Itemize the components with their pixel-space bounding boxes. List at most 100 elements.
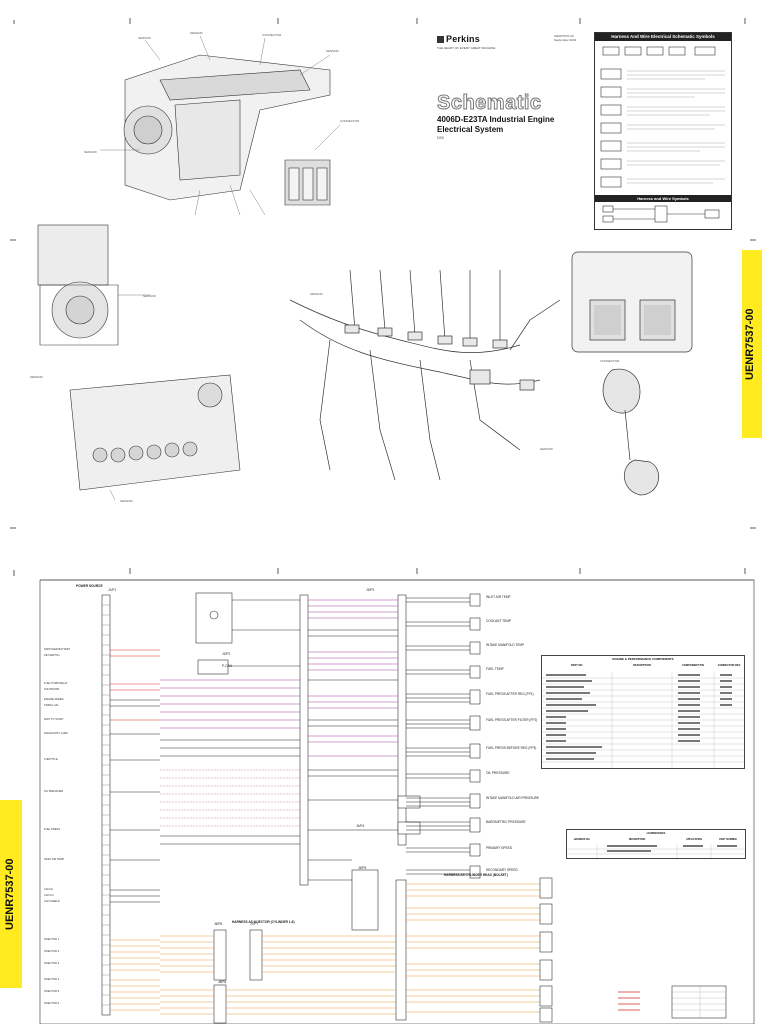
ecm-connector-j1 xyxy=(101,594,111,1016)
mid-wires xyxy=(308,599,398,881)
harness-table: HARNESSES HARNESS NO. DESCRIPTION APPLIC… xyxy=(566,829,746,859)
wiring-harness-view xyxy=(289,269,561,481)
components-table: ENGINE & PERFORMANCE COMPONENTS PART NO.… xyxy=(541,655,745,769)
svg-text:INJECTOR 5: INJECTOR 5 xyxy=(44,989,60,993)
injector-solenoids xyxy=(539,877,553,1023)
injector-harness xyxy=(160,879,540,1024)
svg-text:INJECTOR 6: INJECTOR 6 xyxy=(44,1001,60,1005)
svg-text:INLET AIR TEMP: INLET AIR TEMP xyxy=(44,857,64,861)
svg-text:SENSOR: SENSOR xyxy=(310,292,324,296)
ecm-drawing xyxy=(571,251,693,496)
svg-text:SWITCHED BATTERY: SWITCHED BATTERY xyxy=(44,647,71,651)
brand-logo: Perkins xyxy=(437,34,480,44)
svg-text:SENSOR: SENSOR xyxy=(84,150,98,154)
electrical-schematic: SWITCHED BATTERY KEYSWITCH FUEL PUMP RELAY… xyxy=(13,568,755,1024)
connector-j3: J3/P3 xyxy=(366,588,375,592)
svg-text:INJECTOR 3: INJECTOR 3 xyxy=(44,961,60,965)
schematic-title: Schematic xyxy=(437,92,542,115)
svg-text:SENSOR: SENSOR xyxy=(190,31,204,35)
sensor-coolant-temp: COOLANT TEMP xyxy=(486,619,512,623)
svg-text:SENSOR: SENSOR xyxy=(30,375,44,379)
harness-col-app: APPLICATION xyxy=(685,838,703,841)
symbol-legend: Harness And Wire Electrical Schematic Sy… xyxy=(594,32,732,230)
svg-text:SHUTDOWN: SHUTDOWN xyxy=(44,687,59,691)
connector-j2: J2/P2 xyxy=(222,652,231,656)
sensor-fuel-press-after-filter: FUEL PRESS AFTER FILTER (FP2) xyxy=(486,718,538,722)
legend-symbols xyxy=(600,46,725,188)
legend-subtitle: Harness and Wire Symbols xyxy=(595,195,731,202)
connector-j6: J6/P6 xyxy=(214,922,223,926)
sensor-intake-manifold-air-pressure: INTAKE MANIFOLD AIR PRESSURE xyxy=(486,796,540,800)
svg-text:SENSOR: SENSOR xyxy=(143,294,157,298)
connector-j5: J5/P5 xyxy=(358,866,367,870)
harness-col-pn: PART NUMBER xyxy=(719,838,737,841)
components-table-header: PART NO. DESCRIPTION COMPONENT P/N CONNE… xyxy=(542,664,744,672)
brand-tagline: THE HEART OF EVERY GREAT MACHINE xyxy=(437,46,496,50)
svg-text:SENSOR: SENSOR xyxy=(540,447,554,451)
svg-text:CONNECTOR: CONNECTOR xyxy=(600,359,620,363)
svg-text:CAN SHIELD: CAN SHIELD xyxy=(44,899,60,903)
svg-text:DIAGNOSTIC LAMP: DIAGNOSTIC LAMP xyxy=(44,731,68,735)
mid-connectors xyxy=(299,594,421,931)
injector-harness-label: HARNESS AS INJECTOR (CYLINDER 1-6) xyxy=(232,920,295,924)
engine-front-view xyxy=(37,224,150,346)
bottom-parts-table xyxy=(618,985,727,1019)
connector-j8: J8/P8 xyxy=(218,980,227,984)
doc-number-tab-bottom xyxy=(0,800,22,988)
doc-number-top: UENR7537-00 xyxy=(744,308,756,380)
svg-text:CONNECTOR: CONNECTOR xyxy=(262,33,282,37)
brand-name: Perkins xyxy=(446,34,480,44)
svg-text:FUEL PUMP RELAY: FUEL PUMP RELAY xyxy=(44,681,68,685)
harness-col-desc: DESCRIPTION xyxy=(628,838,646,841)
doc-reference: UENR7537-00 September 2019 xyxy=(554,34,576,42)
sensor-inlet-air-temp: INLET AIR TEMP xyxy=(486,595,511,599)
svg-text:OIL PRESSURE: OIL PRESSURE xyxy=(44,789,63,793)
doc-ref-number: UENR7537-00 xyxy=(554,34,574,38)
cylinder-head-harness-label: HARNESS AS CYLINDER HEAD (BOLSET) xyxy=(444,873,508,877)
components-table-title: ENGINE & PERFORMANCE COMPONENTS xyxy=(612,657,674,661)
svg-text:SENSOR: SENSOR xyxy=(326,49,340,53)
connector-j4: J4/P4 xyxy=(356,824,365,828)
svg-text:KEYSWITCH: KEYSWITCH xyxy=(44,653,60,657)
legend-title: Harness And Wire Electrical Schematic Sy… xyxy=(595,33,731,41)
sensor-fuel-press-after-reg: FUEL PRESS AFTER REG (FP1) xyxy=(486,692,534,696)
callout-labels: SENSOR SENSOR CONNECTOR SENSOR SENSOR CONNEC… xyxy=(30,31,620,503)
sensor-fuel-press-before-reg: FUEL PRESS BEFORE REG (FP3) xyxy=(486,746,537,750)
svg-text:WAIT TO START: WAIT TO START xyxy=(44,717,64,721)
engine-main-view xyxy=(100,35,341,216)
components-col-conn: CONNECTOR REF xyxy=(717,664,741,667)
signal-wires-center xyxy=(160,679,300,845)
crop-marks xyxy=(10,18,756,529)
harness-table-rows xyxy=(567,844,745,858)
svg-text:THROTTLE: THROTTLE xyxy=(44,757,58,761)
connector-pcan: P-CAN xyxy=(222,664,232,668)
power-relay-block xyxy=(195,592,300,675)
harness-table-title: HARNESSES xyxy=(646,831,666,835)
sensor-wires xyxy=(406,597,470,875)
sensor-oil-pressure: OIL PRESSURE xyxy=(486,771,510,775)
svg-text:FUEL PRESS: FUEL PRESS xyxy=(44,827,60,831)
sensor-intake-manifold-temp: INTAKE MANIFOLD TEMP xyxy=(486,643,525,647)
svg-text:INJECTOR 1: INJECTOR 1 xyxy=(44,937,60,941)
engine-title: 4006D-E23TA Industrial Engine Electrical… xyxy=(437,115,555,134)
doc-number-tab-top xyxy=(742,250,762,438)
legend-wire-symbols xyxy=(602,205,720,223)
svg-text:TIMING CAL: TIMING CAL xyxy=(44,703,59,707)
sensor-connectors xyxy=(469,593,481,879)
svg-text:ENGINE SPEED: ENGINE SPEED xyxy=(44,697,64,701)
svg-text:CAN LO: CAN LO xyxy=(44,893,54,897)
svg-text:INJECTOR 2: INJECTOR 2 xyxy=(44,949,60,953)
sensor-barometric-pressure: BAROMETRIC PRESSURE xyxy=(486,820,526,824)
power-source-label: POWER SOURCE xyxy=(76,584,103,588)
sensor-fuel-temp: FUEL TEMP xyxy=(486,667,504,671)
components-col-part: PART NO. xyxy=(570,664,584,667)
sensor-primary-speed: PRIMARY SPEED xyxy=(486,846,513,850)
doc-ref-date: September 2019 xyxy=(554,38,577,42)
svg-text:SENSOR: SENSOR xyxy=(120,499,134,503)
components-col-pn: COMPONENT P/N xyxy=(682,664,704,667)
harness-col-no: HARNESS NO. xyxy=(573,838,591,841)
sensor-secondary-speed: SECONDARY SPEED xyxy=(486,868,518,872)
connector-j7: J7/P7 xyxy=(250,922,259,926)
harness-table-header: HARNESS NO. DESCRIPTION APPLICATION PART… xyxy=(567,838,745,844)
engine-illustrations: SENSOR SENSOR CONNECTOR SENSOR SENSOR CONNEC… xyxy=(10,18,756,529)
